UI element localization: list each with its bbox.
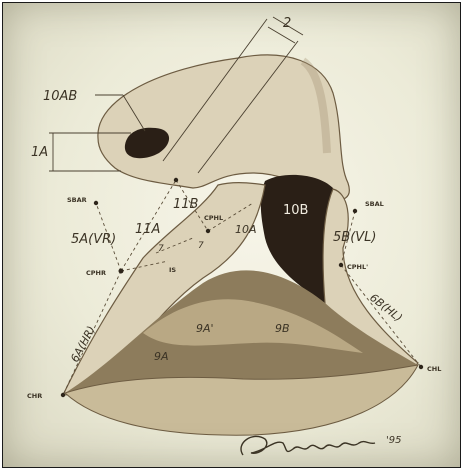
- label-11b: 11B: [173, 197, 199, 212]
- point-sbar: [94, 201, 98, 205]
- label-7b: 7: [198, 241, 204, 251]
- label-10a: 10A: [235, 223, 257, 236]
- cleft-lip-diagram: 2 10AB 1A SBAR SBAL 11B 11A 10B 10A CPHL…: [3, 3, 461, 468]
- label-7: 7: [158, 244, 164, 254]
- label-10b: 10B: [283, 203, 308, 218]
- label-9a: 9A: [154, 350, 169, 363]
- label-2: 2: [283, 16, 291, 31]
- label-sbal: SBAL: [365, 200, 384, 208]
- label-5avr: 5A(VR): [71, 232, 116, 247]
- label-9a-prime: 9A': [196, 322, 214, 335]
- point-chr: [61, 393, 65, 397]
- label-cphr: CPHR: [86, 269, 106, 277]
- label-9b: 9B: [275, 322, 290, 335]
- signature: [241, 436, 375, 455]
- point-cphl: [206, 229, 210, 233]
- label-5bvl: 5B(VL): [333, 230, 376, 245]
- label-chl: CHL: [427, 365, 441, 373]
- label-sbar: SBAR: [67, 196, 87, 204]
- illustration-frame: 2 10AB 1A SBAR SBAL 11B 11A 10B 10A CPHL…: [2, 2, 461, 468]
- label-is: IS: [169, 266, 176, 274]
- label-11a: 11A: [135, 222, 160, 237]
- signature-year: '95: [386, 435, 401, 446]
- point-apex: [174, 178, 178, 182]
- label-10ab: 10AB: [43, 89, 77, 104]
- point-sbal: [353, 209, 357, 213]
- label-chr: CHR: [27, 392, 42, 400]
- point-cphr: [119, 269, 124, 274]
- point-chl: [419, 365, 423, 369]
- label-cphl: CPHL: [204, 214, 223, 222]
- label-cphl-prime: CPHL': [347, 263, 368, 271]
- label-1a: 1A: [31, 145, 48, 160]
- point-cphl-prime: [339, 263, 343, 267]
